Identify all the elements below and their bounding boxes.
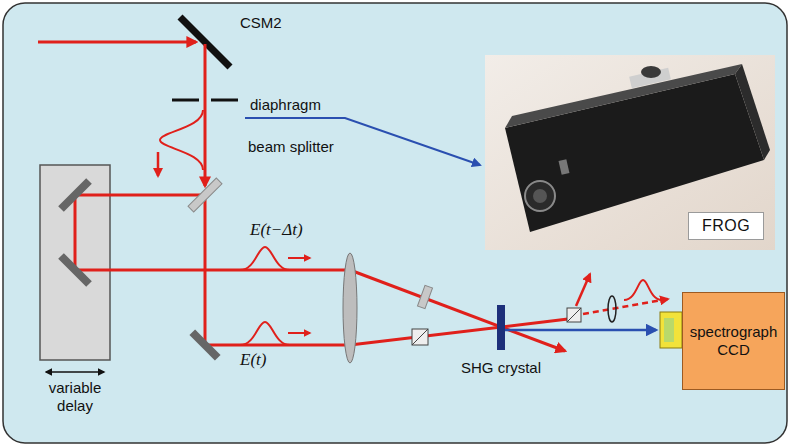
beam xyxy=(350,270,565,351)
frog-label: FROG xyxy=(688,212,764,240)
lens xyxy=(608,296,616,322)
beam xyxy=(350,319,568,345)
beam xyxy=(205,344,350,347)
part-label: diaphragm xyxy=(250,96,321,114)
beam-splitter xyxy=(188,178,222,212)
node-text: FROG xyxy=(702,217,750,235)
direction-arrow xyxy=(288,332,310,334)
spectrograph-box: spectrograph CCD xyxy=(682,292,785,390)
shg-crystal xyxy=(497,305,505,350)
lens xyxy=(343,253,357,363)
direction-arrow xyxy=(288,257,310,259)
diaphragm-symbol xyxy=(172,99,199,102)
beam xyxy=(75,269,350,272)
input-beam xyxy=(38,41,196,44)
delay-mirror xyxy=(61,181,89,209)
pulse-shape xyxy=(160,110,203,170)
beam xyxy=(75,194,207,197)
polarizer-cube xyxy=(412,329,428,345)
wave-plate xyxy=(417,285,432,308)
field-label: E(t−Δt) xyxy=(250,221,303,239)
ccd-detector xyxy=(664,318,674,342)
mirror xyxy=(189,329,220,360)
field-label: E(t) xyxy=(240,351,266,369)
node-text: spectrograph CCD xyxy=(689,323,778,359)
part-label: SHG crystal xyxy=(461,359,541,377)
diaphragm-symbol xyxy=(211,99,238,102)
travel-arrow xyxy=(46,371,104,373)
signal-beam xyxy=(505,329,656,332)
node-text: variable delay xyxy=(40,379,110,415)
beam xyxy=(204,44,207,186)
leader-line xyxy=(245,118,480,165)
ccd-detector xyxy=(660,312,682,348)
panel-ground xyxy=(3,3,787,443)
beam xyxy=(204,195,207,345)
direction-arrow xyxy=(157,152,160,176)
polarizer-cube xyxy=(567,308,581,322)
pulse-shape xyxy=(240,247,290,270)
pulse-shape xyxy=(240,322,290,345)
pulse-shape xyxy=(624,280,662,300)
beam xyxy=(74,195,77,270)
part-label: CSM2 xyxy=(240,14,282,32)
delay-mirror xyxy=(61,256,89,284)
beam xyxy=(576,274,590,306)
part-label: beam splitter xyxy=(248,138,334,156)
beam xyxy=(583,299,668,314)
delay-stage: variable delay xyxy=(40,165,110,415)
frog-photo xyxy=(485,55,775,250)
